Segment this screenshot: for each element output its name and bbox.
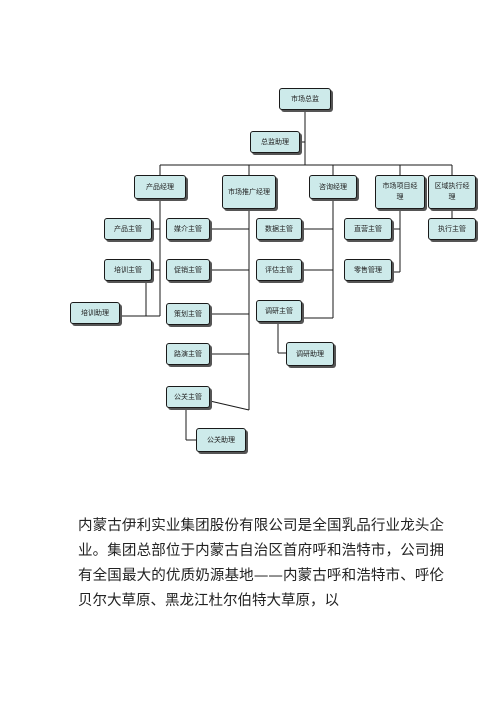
org-node-training-assistant: 培训助理 — [70, 302, 120, 324]
company-description-paragraph: 内蒙古伊利实业集团股份有限公司是全国乳品行业龙头企业。集团总部位于内蒙古自治区首… — [78, 518, 444, 609]
org-node-direct-sales-supervisor: 直营主管 — [344, 218, 392, 240]
org-node-training-supervisor: 培训主管 — [104, 259, 152, 281]
org-node-promotion-manager: 市场推广经理 — [222, 175, 276, 209]
org-node-research-assistant: 调研助理 — [286, 342, 334, 366]
org-node-assistant: 总监助理 — [250, 131, 300, 153]
org-node-retail-management: 零售管理 — [344, 259, 392, 281]
org-node-planning-supervisor: 策划主管 — [166, 303, 210, 325]
org-node-research-supervisor: 调研主管 — [256, 300, 302, 322]
org-node-evaluation-supervisor: 评估主管 — [256, 259, 302, 281]
org-chart-connectors — [120, 112, 453, 441]
org-node-product-manager: 产品经理 — [134, 175, 186, 199]
org-node-media-supervisor: 媒介主管 — [166, 218, 210, 240]
org-node-sales-promotion-supervisor: 促销主管 — [166, 259, 210, 281]
org-node-pr-assistant: 公关助理 — [196, 428, 246, 452]
org-node-execution-supervisor: 执行主管 — [428, 218, 476, 240]
org-node-product-supervisor: 产品主管 — [104, 218, 152, 240]
org-node-project-manager: 市场项目经理 — [375, 175, 425, 209]
org-node-data-supervisor: 数据主管 — [256, 218, 302, 240]
org-node-pr-supervisor: 公关主管 — [166, 386, 210, 408]
org-node-consulting-manager: 咨询经理 — [309, 175, 357, 199]
org-node-root: 市场总监 — [279, 88, 331, 110]
org-node-roadshow-supervisor: 路演主管 — [166, 343, 210, 365]
org-node-regional-manager: 区域执行经理 — [428, 175, 476, 209]
